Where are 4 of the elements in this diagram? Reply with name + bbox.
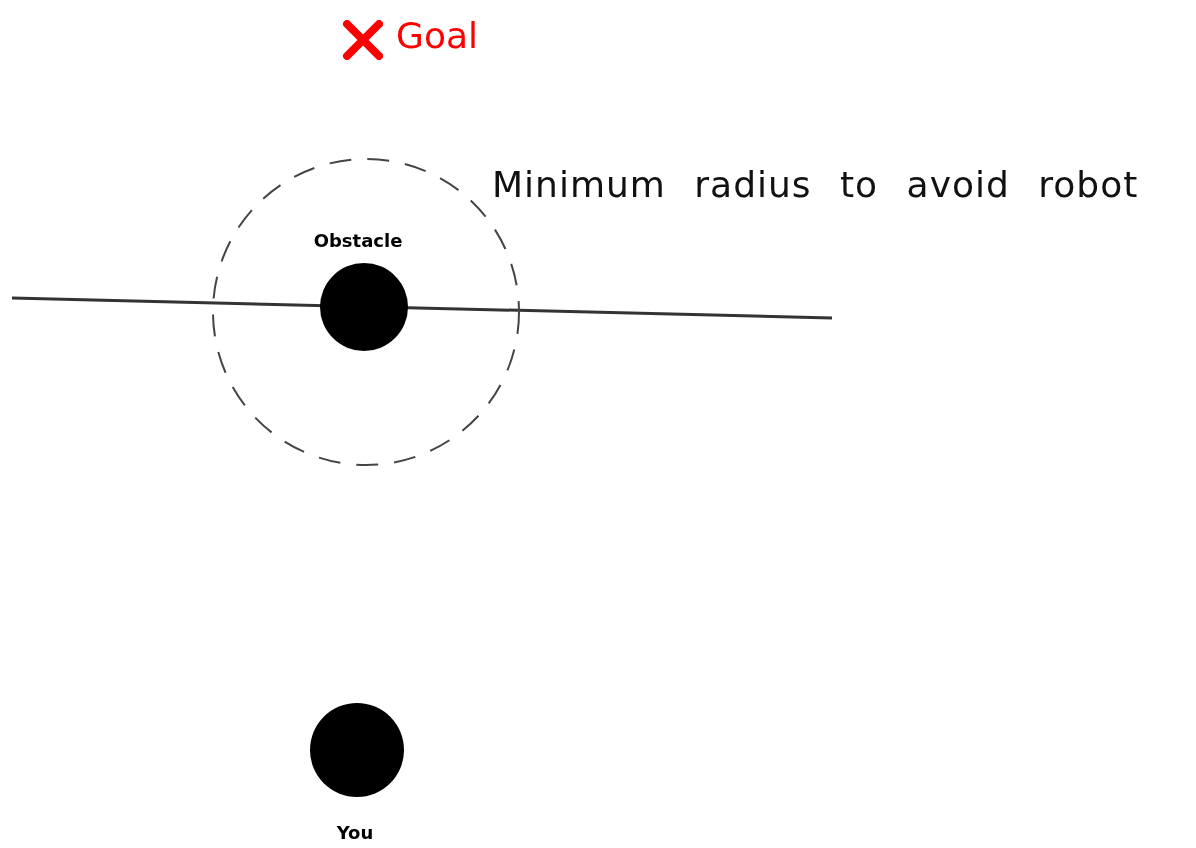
obstacle-label: Obstacle	[313, 230, 403, 251]
robot-label: You	[336, 822, 374, 843]
goal-label: Goal	[396, 15, 478, 56]
radius-note: Minimum radius to avoid robot	[492, 164, 1139, 205]
